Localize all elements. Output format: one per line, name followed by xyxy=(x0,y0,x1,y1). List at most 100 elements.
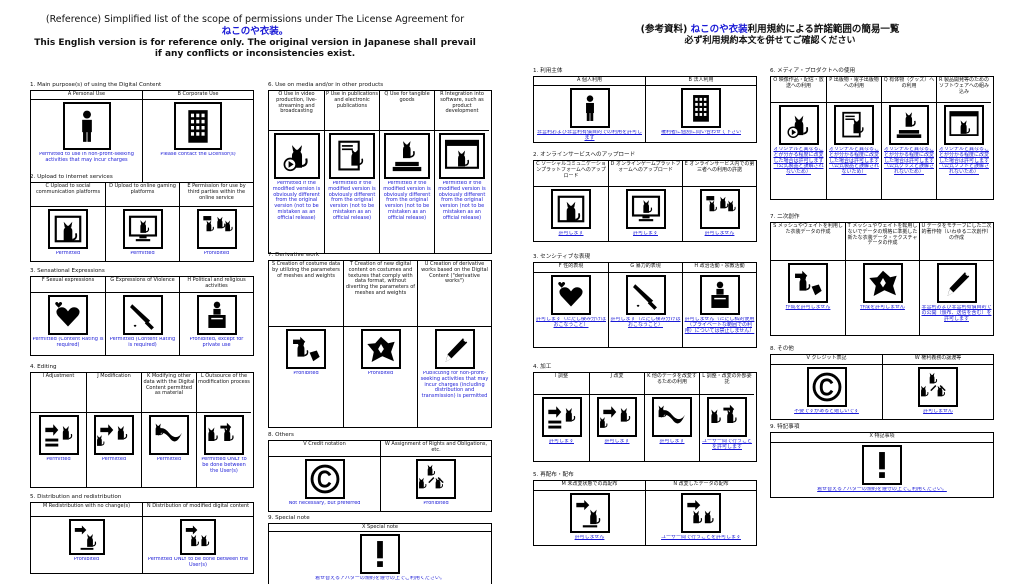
japanese-title-prefix: (参考資料) xyxy=(640,24,691,35)
cat-document-icon xyxy=(329,133,375,179)
permission-cell: T メッシュやウェイトを転用しないでデータの規格に準拠した新たな衣装データ・テク… xyxy=(845,223,919,335)
permission-result: Permitted if the modified version is obv… xyxy=(438,181,486,221)
outsource-icon xyxy=(204,415,244,455)
left-s3-section: 3. Sensational Expressions F Sexual expre… xyxy=(30,268,254,356)
permission-result: Permitted (Content Rating is required) xyxy=(109,337,176,348)
person-icon xyxy=(62,102,111,150)
section-heading: 4. 加工 xyxy=(533,364,552,370)
left-s6-section: 6. Use on media and/or in other products… xyxy=(268,82,492,254)
section-heading: 8. Others xyxy=(268,432,294,438)
permission-cell: M Redistribution with no change(s)Prohib… xyxy=(31,503,142,573)
permission-item-heading: U データをモチーフにした二次的著作物（いわゆる二次創作）の作成 xyxy=(920,223,993,261)
permission-result: ユーザー間で行うことを許可します xyxy=(661,535,741,540)
permission-item-heading: S Creation of costume data by utilizing … xyxy=(269,261,343,327)
permission-cell: V クレジット表記不要ですがあると嬉しいです xyxy=(771,355,882,419)
person-icon xyxy=(569,88,610,128)
permission-cell: W 権利義務の譲渡等許可しません xyxy=(882,355,993,419)
left-s7-section: 7. Derivative work S Creation of costume … xyxy=(268,252,492,428)
permission-cell: N Distribution of modified digital conte… xyxy=(142,503,253,573)
permission-cell: R Integration into software, such as pro… xyxy=(434,91,489,253)
permission-cell: N 改変したデータの配布ユーザー間で行うことを許可します xyxy=(645,481,756,545)
permission-item-heading: R 製品開発等のためのソフトウェアへの組み込み xyxy=(937,77,991,103)
section-heading: 2. オンラインサービスへのアップロード xyxy=(533,152,636,158)
permission-result: 作成を許可しません xyxy=(860,305,905,310)
left-s2-section: 2. Upload to internet services C Upload t… xyxy=(30,174,254,262)
permission-result: 非営利および非営利有償目的での利用を許可します xyxy=(536,130,642,141)
assignment-icon xyxy=(416,459,456,499)
permission-result: 許可しません xyxy=(574,535,605,540)
permission-result: Permitted xyxy=(156,457,182,462)
japanese-title-block: (参考資料) ねこのや衣装利用規約による許諾範囲の簡易一覧 必ず利用規約本文を併… xyxy=(550,24,990,47)
permission-cell: E オンラインサービス内での第三者への利用の許諾許可しません xyxy=(682,161,756,241)
knife-icon xyxy=(122,295,163,335)
permission-cell: U Creation of derivative works based on … xyxy=(417,261,491,427)
permission-result: Publicizing for non-profit-seeking activ… xyxy=(420,371,489,399)
pen-icon xyxy=(434,329,475,369)
english-title-line1: (Reference) Simplified list of the scope… xyxy=(45,14,465,25)
outsource-icon xyxy=(707,397,747,437)
permission-item-heading: R Integration into software, such as pro… xyxy=(435,91,489,131)
permission-item-heading: F 性的表現 xyxy=(534,263,608,273)
permission-item-heading: F Sexual expressions xyxy=(31,277,105,293)
permission-result: 権利者に個別に問い合わせて下さい xyxy=(660,130,741,135)
permission-result: 不要ですがあると嬉しいです xyxy=(794,409,859,414)
permission-result: 許可しません xyxy=(923,409,953,414)
permission-result: Prohibited xyxy=(73,557,100,562)
permission-cell: G 暴力的表現許可します（ただし棲み分けはおこなうこと） xyxy=(608,263,682,347)
permission-cell: C Upload to social communication platfor… xyxy=(31,183,105,261)
section-heading: 7. Derivative work xyxy=(268,252,320,258)
section-heading: 2. Upload to internet services xyxy=(30,174,113,180)
permission-item-heading: W Assignment of Rights and Obligations, … xyxy=(381,441,491,457)
section-heading: 1. 利用主体 xyxy=(533,68,563,74)
assignment-icon xyxy=(918,367,958,407)
permission-result: Permitted xyxy=(46,457,71,462)
permission-table: M Redistribution with no change(s)Prohib… xyxy=(30,502,254,574)
podium-icon xyxy=(196,295,237,335)
cat-figure-icon xyxy=(384,133,430,179)
cat-video-icon xyxy=(273,133,320,179)
permission-item-heading: P Use in publications and electronic pub… xyxy=(325,91,379,131)
permission-result: Prohibited xyxy=(367,371,394,376)
permission-item-heading: P 出版物・電子出版物への利用 xyxy=(827,77,881,103)
permission-cell: L 調整・改変の外部委託ユーザー間で行うことを許可します xyxy=(699,373,754,461)
permission-item-heading: J 改変 xyxy=(590,373,644,395)
section-heading: 9. 特記事項 xyxy=(770,424,800,430)
permission-item-heading: I 調整 xyxy=(534,373,589,395)
permission-cell: P 出版物・電子出版物への利用オリジナルと異なることが分かる程度に改変した場合は… xyxy=(826,77,881,199)
permission-cell: S Creation of costume data by utilizing … xyxy=(269,261,343,427)
permission-cell: K 他のデータを改変するための利用許可します xyxy=(644,373,699,461)
permission-cell: F 性的表現許可します（ただし棲み分けはおこなうこと） xyxy=(534,263,608,347)
permission-cell: D オンラインゲームプラットフォームへのアップロード許可します xyxy=(608,161,682,241)
adjust-icon xyxy=(541,397,582,437)
ribbon-cat-icon xyxy=(652,397,692,437)
permission-item-heading: H Political and religious activities xyxy=(180,277,253,293)
permission-cell: J 改変許可します xyxy=(589,373,644,461)
section-heading: 3. Sensational Expressions xyxy=(30,268,105,274)
permission-result: Permitted (Content Rating is required) xyxy=(32,337,104,348)
ribbon-cat-icon xyxy=(149,415,189,455)
permission-result: オリジナルと異なることが分かる程度に改変した場合は許可します（公式製品と誤解され… xyxy=(773,147,824,175)
cat-window-icon xyxy=(48,209,88,249)
cat-software-icon xyxy=(439,133,485,179)
permission-result: Not necessary, but preferred xyxy=(288,501,361,506)
permission-result: Permitted if the modified version is obv… xyxy=(328,181,376,221)
permission-cell: Q 有体物（グッズ）への利用オリジナルと異なることが分かる程度に改変した場合は許… xyxy=(881,77,936,199)
section-heading: 6. メディア・プロダクトへの使用 xyxy=(770,68,856,74)
permission-result: Permitted if the modified version is obv… xyxy=(272,181,321,221)
cat-group-icon xyxy=(196,209,237,249)
permission-cell: A 個人利用非営利および非営利有償目的での利用を許可します xyxy=(534,77,645,142)
permission-result: 許可します xyxy=(558,231,584,236)
japanese-title-suffix: 利用規約による許諾範囲の簡易一覧 xyxy=(747,24,900,35)
permission-item-heading: X 特記事項 xyxy=(771,433,993,443)
